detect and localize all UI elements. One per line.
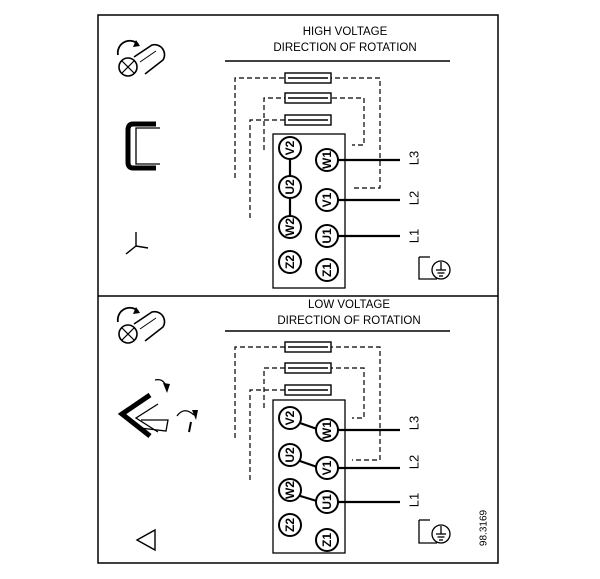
panel-title-line1: HIGH VOLTAGE (303, 26, 388, 38)
delta-links-icon (117, 378, 198, 438)
terminal-z2: Z2 (278, 513, 302, 537)
terminal-w1: W1 (315, 148, 339, 172)
terminal-w2: W2 (278, 215, 302, 239)
svg-text:V2: V2 (283, 410, 297, 425)
terminal-v2: V2 (278, 406, 302, 430)
svg-text:Z1: Z1 (320, 263, 334, 277)
winding-coils (284, 341, 332, 396)
line-label-l1: L1 (407, 493, 422, 507)
terminal-z2: Z2 (278, 250, 302, 274)
svg-text:W2: W2 (283, 218, 297, 236)
line-conductors (338, 428, 400, 504)
winding-coils (284, 72, 332, 126)
line-label-l1: L1 (407, 229, 422, 243)
star-connection-icon (125, 232, 149, 255)
motor-rotation-icon (116, 306, 166, 344)
terminal-u1: U1 (315, 224, 339, 248)
delta-connection-icon (135, 528, 156, 552)
svg-text:Z2: Z2 (283, 518, 297, 532)
panel-low-voltage: LOW VOLTAGE DIRECTION OF ROTATION (116, 299, 451, 554)
panel-title-line2: DIRECTION OF ROTATION (277, 315, 420, 327)
terminal-u1: U1 (315, 490, 339, 514)
svg-text:W1: W1 (320, 151, 334, 169)
terminal-z1: Z1 (315, 528, 339, 552)
terminal-v1: V1 (315, 456, 339, 480)
line-label-l3: L3 (407, 151, 422, 165)
terminal-v1: V1 (315, 188, 339, 212)
panel-title-line1: LOW VOLTAGE (308, 299, 390, 311)
earth-ground-icon (418, 519, 451, 544)
winding-connections (234, 77, 381, 218)
svg-text:V1: V1 (320, 192, 334, 207)
line-label-l2: L2 (407, 191, 422, 205)
line-label-l2: L2 (407, 455, 422, 469)
svg-text:Z1: Z1 (320, 533, 334, 547)
svg-text:U2: U2 (283, 447, 297, 463)
panel-high-voltage: HIGH VOLTAGE DIRECTION OF ROTATION (116, 26, 451, 289)
terminal-u2: U2 (278, 175, 302, 199)
svg-text:U1: U1 (320, 228, 334, 244)
svg-text:W1: W1 (320, 421, 334, 439)
motor-rotation-icon (116, 39, 166, 77)
svg-text:U2: U2 (283, 179, 297, 195)
panel-title-line2: DIRECTION OF ROTATION (273, 42, 416, 54)
svg-text:U1: U1 (320, 494, 334, 510)
terminal-v2: V2 (278, 136, 302, 160)
link-bracket-icon (125, 121, 160, 171)
terminal-z1: Z1 (315, 258, 339, 282)
terminal-w1: W1 (315, 418, 339, 442)
line-conductors (338, 158, 400, 238)
line-label-l3: L3 (407, 416, 422, 430)
svg-text:V1: V1 (320, 460, 334, 475)
svg-text:Z2: Z2 (283, 255, 297, 269)
reference-number: 98.3169 (479, 509, 490, 546)
svg-text:V2: V2 (283, 140, 297, 155)
terminal-u2: U2 (278, 443, 302, 467)
diagram-frame (97, 14, 499, 564)
earth-ground-icon (418, 256, 451, 280)
terminal-w2: W2 (278, 478, 302, 502)
svg-text:W2: W2 (283, 481, 297, 499)
